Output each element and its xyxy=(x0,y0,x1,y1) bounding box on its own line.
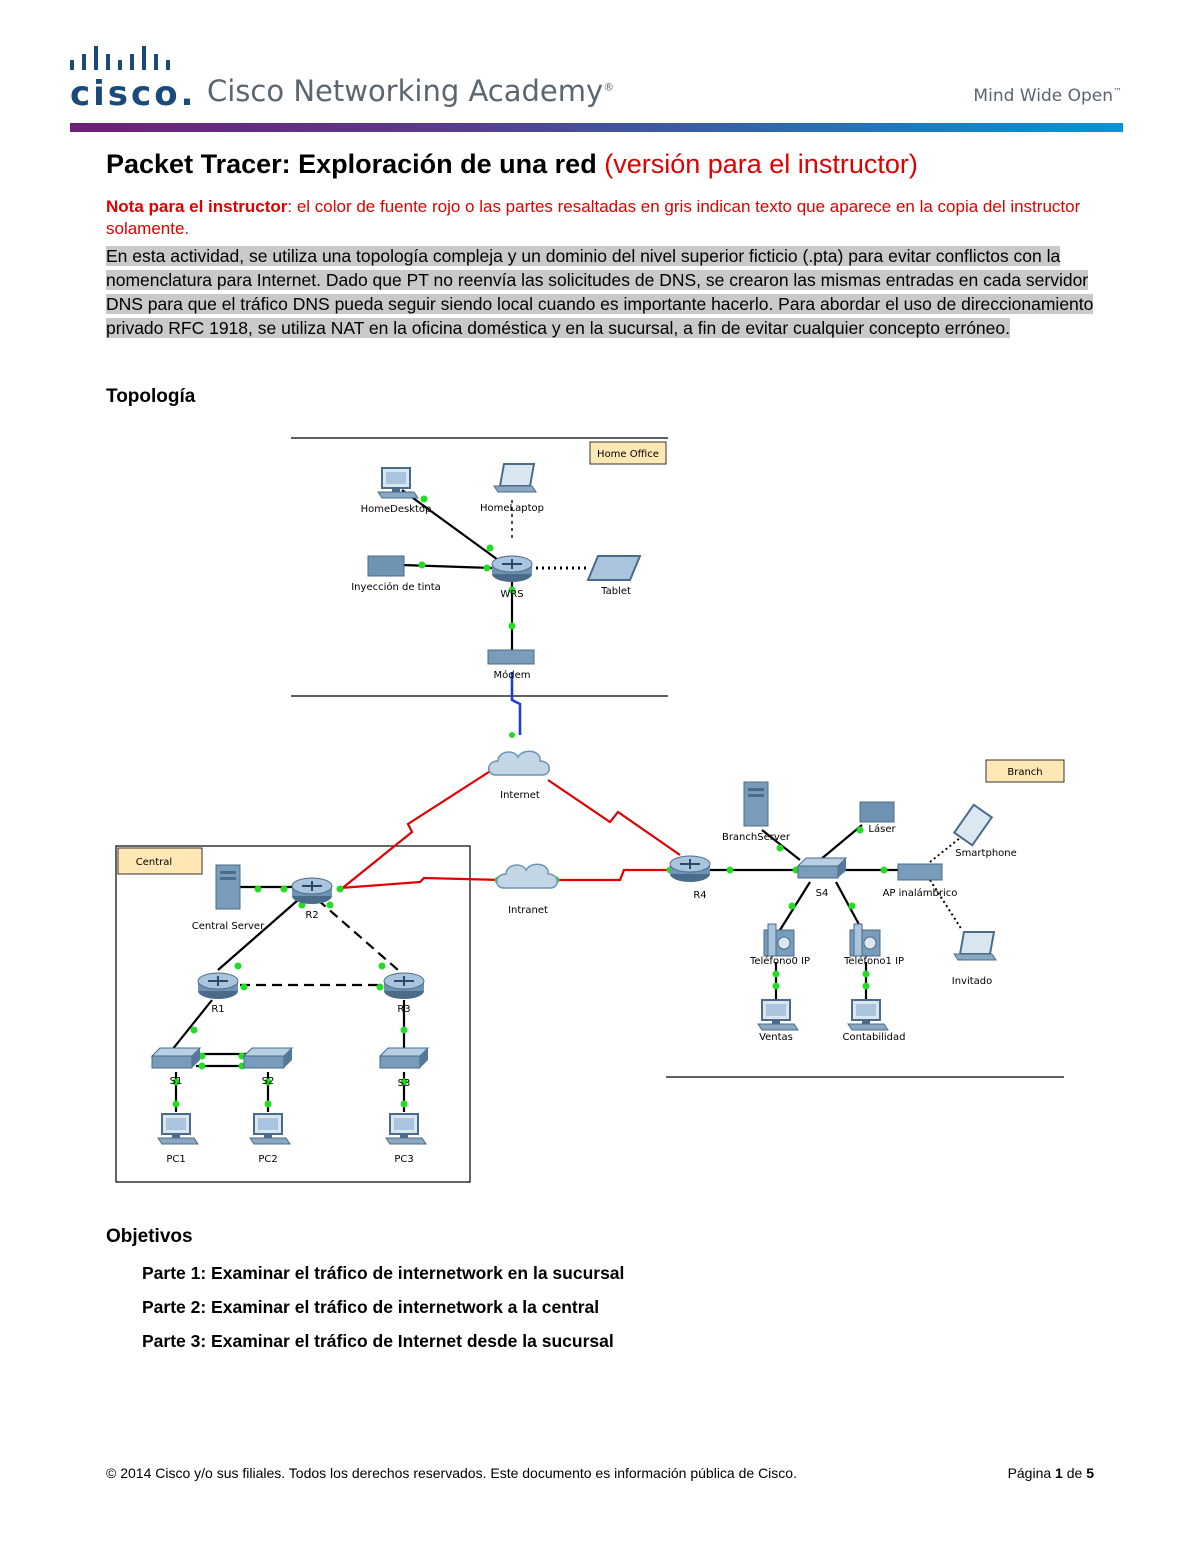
tagline: Mind Wide Open™ xyxy=(973,86,1122,106)
label-phone1: Teléfono1 IP xyxy=(843,955,904,967)
footer-page-number: Página 1 de 5 xyxy=(1007,1465,1094,1481)
label-smartphone: Smartphone xyxy=(955,848,1017,859)
label-r1: R1 xyxy=(211,1004,224,1015)
academy-title: Cisco Networking Academy® xyxy=(207,74,615,108)
label-modem: Módem xyxy=(494,669,531,681)
cisco-logo-text: cisco. xyxy=(70,74,197,114)
objective-item: Parte 1: Examinar el tráfico de internet… xyxy=(142,1263,625,1283)
label-s3: S3 xyxy=(398,1078,411,1089)
label-pc1: PC1 xyxy=(166,1154,185,1165)
topology-heading: Topología xyxy=(106,386,196,407)
label-guest: Invitado xyxy=(952,976,993,987)
cisco-logo-bars-icon xyxy=(70,46,170,70)
objectives-heading: Objetivos xyxy=(106,1226,193,1247)
label-branch-server: BranchServer xyxy=(722,832,791,843)
label-r4: R4 xyxy=(693,890,706,901)
objective-item: Parte 3: Examinar el tráfico de Internet… xyxy=(142,1331,614,1351)
label-r3: R3 xyxy=(397,1004,410,1015)
label-sales: Ventas xyxy=(759,1032,793,1043)
label-accounting: Contabilidad xyxy=(843,1032,906,1043)
label-pc3: PC3 xyxy=(394,1154,413,1165)
label-laser: Láser xyxy=(868,823,896,835)
label-pc2: PC2 xyxy=(258,1154,277,1165)
area-label-home: Home Office xyxy=(597,449,659,460)
label-tablet: Tablet xyxy=(600,586,631,597)
area-label-central: Central xyxy=(136,857,172,868)
intro-paragraph: En esta actividad, se utiliza una topolo… xyxy=(106,246,1094,338)
label-internet: Internet xyxy=(500,790,540,801)
page-title: Packet Tracer: Exploración de una red (v… xyxy=(106,149,918,179)
label-ap: AP inalámbrico xyxy=(883,887,958,899)
label-s4: S4 xyxy=(816,888,829,899)
footer-copyright: © 2014 Cisco y/o sus filiales. Todos los… xyxy=(106,1465,797,1481)
label-home-laptop: HomeLaptop xyxy=(480,503,544,514)
objective-item: Parte 2: Examinar el tráfico de internet… xyxy=(142,1297,600,1317)
label-inkjet: Inyección de tinta xyxy=(351,581,441,593)
area-label-branch: Branch xyxy=(1007,767,1042,778)
label-wrs: WRS xyxy=(500,589,523,600)
label-intranet: Intranet xyxy=(508,905,548,916)
instructor-note: Nota para el instructor: el color de fue… xyxy=(106,197,1081,238)
label-central-server: Central Server xyxy=(192,921,265,932)
label-r2: R2 xyxy=(305,910,318,921)
label-s2: S2 xyxy=(262,1076,275,1087)
header-gradient-rule xyxy=(70,123,1123,132)
label-s1: S1 xyxy=(170,1076,183,1087)
label-home-desktop: HomeDesktop xyxy=(361,504,432,515)
label-phone0: Teléfono0 IP xyxy=(749,955,810,967)
